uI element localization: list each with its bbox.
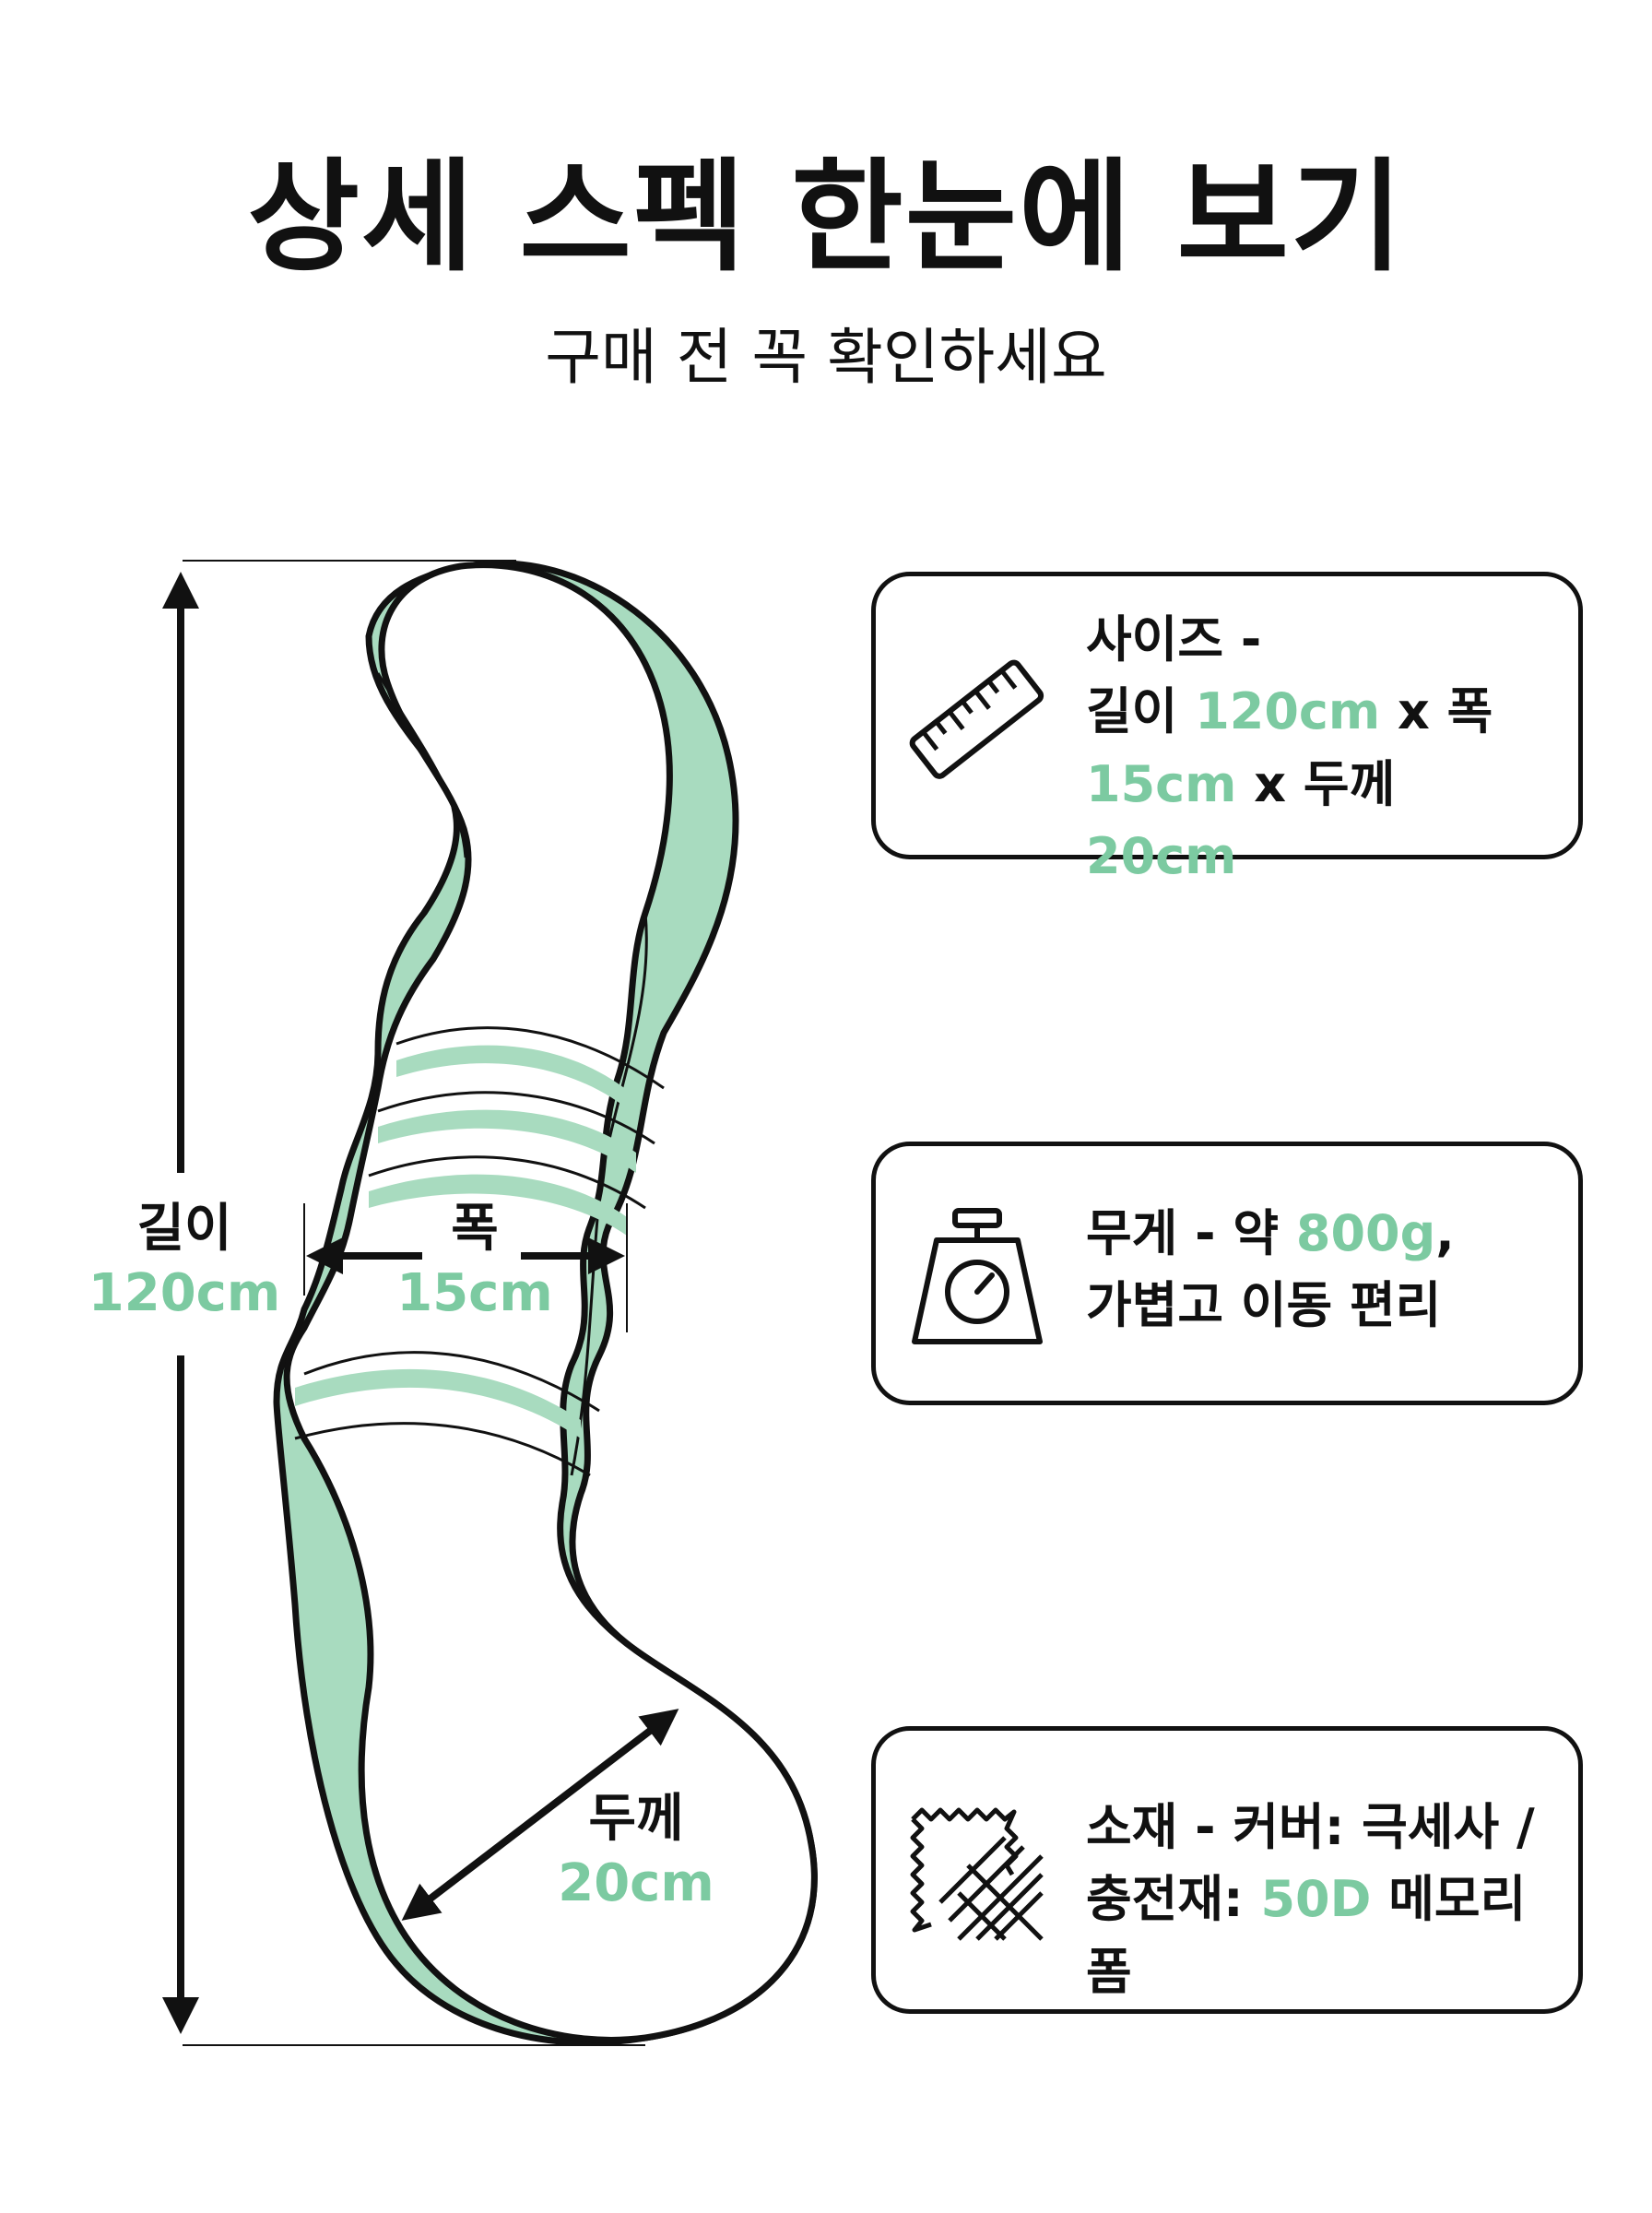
quilt-band-4-fill [295,1368,581,1438]
thickness-arrow [401,1709,679,1921]
size-width-label: 폭 [1446,682,1493,741]
spec-card-weight: 무게 - 약 800g, 가볍고 이동 편리 [871,1142,1583,1405]
size-x-1: x [1398,682,1430,741]
material-filling-name: 메모리폼 [1086,1870,1527,2001]
pillow-inner-edge-left [376,672,467,858]
pillow-front [283,562,818,2043]
size-width-value: 15cm [1086,754,1237,813]
weight-spec-text: 무게 - 약 800g, 가볍고 이동 편리 [1086,1198,1560,1343]
fabric-icon [910,1807,1044,1941]
width-label: 폭 15cm [378,1197,572,1326]
length-label-key: 길이 [136,1199,232,1259]
size-thickness-value: 20cm [1086,826,1237,885]
weight-suffix: , [1435,1204,1455,1262]
quilt-band-4 [303,1351,600,1413]
quilt-band-2-fill [378,1109,636,1173]
quilt-band-1-fill [396,1045,636,1116]
quilt-band-5 [294,1422,591,1477]
length-label: 길이 120cm [74,1197,295,1326]
weight-note: 가볍고 이동 편리 [1086,1276,1442,1335]
pillow-inner-edge-right [570,912,648,1476]
spec-card-material: 소재 - 커버: 극세사 / 충전재: 50D 메모리폼 [871,1726,1583,2014]
material-cover: 소재 - 커버: 극세사 / [1086,1798,1535,1856]
scale-icon [912,1208,1043,1344]
page-subtitle: 구매 전 꼭 확인하세요 [545,322,1107,393]
size-thickness-label: 두께 [1303,754,1396,813]
material-spec-text: 소재 - 커버: 극세사 / 충전재: 50D 메모리폼 [1086,1792,1560,2008]
length-label-value: 120cm [88,1263,281,1323]
quilt-band-1 [395,1026,665,1090]
width-label-key: 폭 [451,1199,499,1259]
material-filling-value: 50D [1260,1870,1372,1929]
thickness-label-value: 20cm [558,1853,714,1913]
page-title: 상세 스펙 한눈에 보기 [247,147,1405,289]
material-filling-line: 충전재: 50D 메모리폼 [1086,1864,1560,2008]
size-length-label: 길이 [1086,682,1178,741]
quilt-band-3-fill [369,1174,627,1236]
ruler-icon [909,659,1044,779]
weight-value: 800g [1295,1204,1436,1262]
size-spec-text: 사이즈 - 길이 120cm x 폭 15cm x 두께 20cm [1086,604,1560,893]
spec-card-size: 사이즈 - 길이 120cm x 폭 15cm x 두께 20cm [871,572,1583,885]
size-spec-line-2: 15cm x 두께 20cm [1086,749,1560,893]
weight-spec-line-1: 무게 - 약 800g, [1086,1198,1560,1270]
size-spec-line-1: 길이 120cm x 폭 [1086,676,1560,748]
size-length-value: 120cm [1195,682,1381,741]
size-spec-title: 사이즈 - [1086,610,1262,669]
size-x-2: x [1254,754,1287,813]
quilt-band-2 [377,1091,655,1145]
thickness-label-key: 두께 [588,1789,684,1849]
weight-label: 무게 - 약 [1086,1204,1280,1262]
thickness-label: 두께 20cm [535,1787,738,1916]
width-label-value: 15cm [396,1263,553,1323]
quilt-band-3 [368,1155,646,1210]
material-filling-label: 충전재: [1086,1870,1244,1929]
